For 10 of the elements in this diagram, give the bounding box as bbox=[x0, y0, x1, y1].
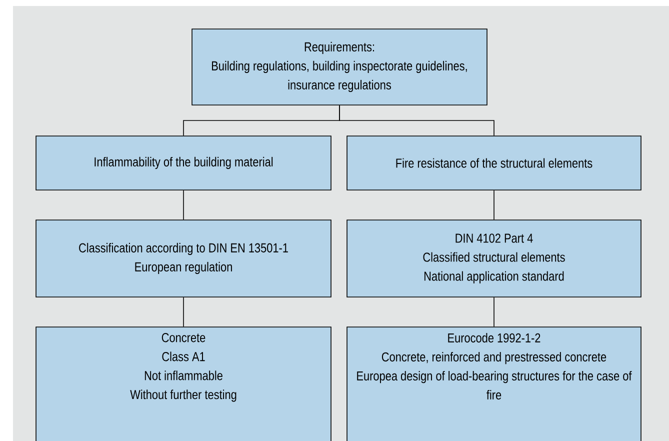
text-box: DIN 4102 Part 4 Classified structural elements National application standard bbox=[346, 220, 642, 298]
connector-line bbox=[339, 105, 494, 136]
text-box: Concrete Class A1 Not inflammable Without further testing bbox=[36, 326, 332, 441]
connector-line bbox=[183, 190, 184, 220]
text-box: Inflammability of the building material bbox=[36, 136, 332, 190]
text-box: Requirements: Building regulations, building inspectorate guidelines, insurance regulations bbox=[192, 28, 488, 106]
text-box: Fire resistance of the structural elements bbox=[346, 136, 642, 190]
text-box: Classification according to DIN EN 13501-1 European regulation bbox=[36, 220, 332, 298]
connector-line bbox=[183, 296, 184, 327]
text-box: Eurocode 1992-1-2 Concrete, reinforced and prestressed concrete Europea design of load-bearing structures for the case of fire bbox=[346, 326, 642, 441]
